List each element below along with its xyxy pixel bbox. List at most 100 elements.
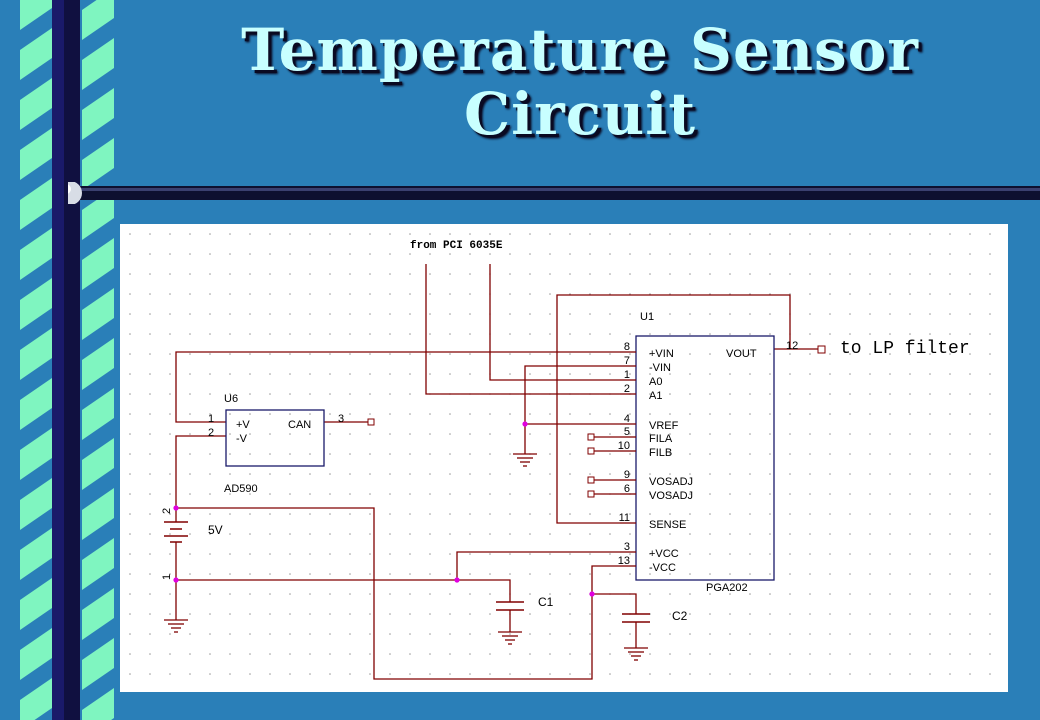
battery-label: 5V [208,523,223,537]
u1-vout-name: VOUT [726,348,757,360]
ribbon-segment [82,338,114,390]
u1-pin-name: A1 [649,390,662,402]
junction-dot [173,577,179,583]
ribbon-segment [20,378,52,430]
ribbon-segment [20,228,52,280]
junction-dots [173,421,595,597]
u6-pin1-num: 1 [208,413,214,425]
ribbon-segment [20,428,52,480]
output-label: to LP filter [840,339,970,359]
u1-pin-name: -VCC [649,562,676,574]
fila-terminal [587,433,595,441]
ribbon-segment [82,0,114,40]
ribbon-segment [82,688,114,720]
schematic-panel: 5V 2 1 C1 C2 U1 PGA202 8+VI [120,224,1008,692]
u1-pin-number: 8 [624,341,630,353]
u6-can-name: CAN [288,419,311,431]
u1-vout-num: 12 [786,340,798,352]
u1-pin-name: +VCC [649,548,679,560]
junction-dot [454,577,460,583]
ribbon-segment [20,178,52,230]
ribbon-segment [82,438,114,490]
u6-part: AD590 [224,483,258,495]
circuit-schematic: 5V 2 1 C1 C2 U1 PGA202 8+VI [120,224,1008,692]
u1-pin-name: FILA [649,433,673,445]
u1-pin-number: 1 [624,369,630,381]
slide-title: Temperature Sensor Circuit [150,18,1010,146]
u1-pin-number: 10 [618,440,630,452]
ribbon-segment [82,488,114,540]
filb-terminal [587,447,595,455]
u1-pin-number: 2 [624,383,630,395]
ribbon-segment [20,478,52,530]
ground-symbols [164,453,648,661]
title-divider-bar [68,182,1040,204]
ribbon-segment [20,278,52,330]
u6-chip-body [225,409,325,467]
capacitor-c2-symbol [622,613,650,623]
ribbon-segment [82,638,114,690]
ribbon-segment [20,0,52,30]
u1-chip-body [635,335,775,581]
u6-can-num: 3 [338,413,344,425]
title-line-1: Temperature Sensor [241,16,919,84]
junction-dot [522,421,528,427]
u1-pin-number: 13 [618,555,630,567]
ribbon-segment [20,578,52,630]
ribbon-segment [20,328,52,380]
u1-pin-name: VREF [649,420,679,432]
u6-pin2-num: 2 [208,427,214,439]
divider-bullet [68,182,82,204]
ribbon-segment [20,128,52,180]
open-terminals [367,345,826,498]
ribbon-segment [20,528,52,580]
u1-pin-name: +VIN [649,348,674,360]
vosadj6-terminal [587,490,595,498]
ribbon-segment [82,288,114,340]
ribbon-segment [82,388,114,440]
u6-pin1-name: +V [236,419,250,431]
output-terminal [817,345,826,354]
u1-pin-number: 11 [619,512,630,524]
ribbon-segment [82,538,114,590]
u1-pin-number: 7 [624,355,630,367]
battery-pin-top: 2 [161,508,173,514]
u6-can-terminal [367,418,375,426]
u1-pin-name: VOSADJ [649,476,693,488]
u1-ref: U1 [640,311,654,323]
ribbon-segment [82,88,114,140]
battery-pin-bottom: 1 [161,574,173,580]
grid-dots [120,224,1008,692]
capacitor-c1-label: C1 [538,595,554,609]
ribbon-segment [20,678,52,720]
capacitor-c2-label: C2 [672,609,688,623]
ribbon-segment [20,628,52,680]
u1-pin-name: FILB [649,447,672,459]
ribbon-segment [82,238,114,290]
ribbon-bar-shadow [64,0,80,720]
u1-pin-number: 3 [624,541,630,553]
u1-pin-name: SENSE [649,519,686,531]
ribbon-segment [82,138,114,190]
u1-pin-name: VOSADJ [649,490,693,502]
ribbon-segment [82,188,114,240]
u1-pin-name: A0 [649,376,662,388]
title-line-2: Circuit [463,80,697,148]
ribbon-bar [52,0,64,720]
junction-dot [173,505,179,511]
ribbon-segment [20,28,52,80]
u1-pin-number: 4 [624,413,630,425]
ribbon-segment [82,38,114,90]
vosadj9-terminal [587,476,595,484]
u1-pin-name: -VIN [649,362,671,374]
ribbon-segment [20,78,52,130]
battery-symbol [164,521,188,543]
left-ribbon-decoration [20,0,114,720]
u6-pin2-name: -V [236,433,248,445]
u1-pin-number: 9 [624,469,630,481]
capacitor-c1-symbol [496,601,524,611]
u1-pin-number: 5 [624,426,630,438]
u1-pin-number: 6 [624,483,630,495]
junction-dot [589,591,595,597]
